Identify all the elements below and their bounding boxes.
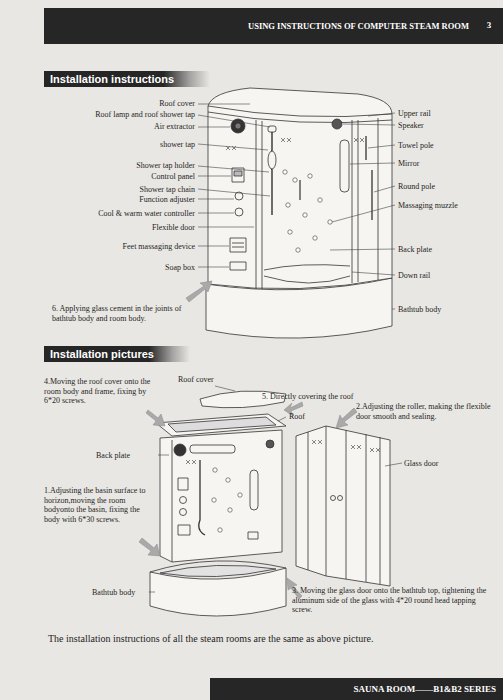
part-label: Cool & warm water controller — [55, 209, 195, 219]
glass-door — [296, 426, 390, 586]
instruction-note: 5. Directly covering the roof — [262, 392, 372, 402]
part-label: Feet massaging device — [55, 242, 195, 252]
part-label: Soap box — [55, 263, 195, 273]
part-label: Down rail — [398, 271, 498, 281]
decor-mark — [354, 138, 364, 142]
decor-mark — [351, 445, 361, 449]
massage-nozzle — [213, 468, 217, 472]
instruction-note: 3. Moving the glass door onto the bathtu… — [292, 586, 496, 615]
leader-line — [350, 163, 395, 164]
leader-line — [330, 249, 395, 250]
page-title: USING INSTRUCTIONS OF COMPUTER STEAM ROO… — [248, 21, 469, 31]
instruction-note: 4.Moving the roof cover onto the room bo… — [44, 377, 156, 406]
leader-line — [343, 124, 395, 125]
leader-line — [198, 189, 270, 196]
massage-nozzle — [228, 508, 232, 512]
section-heading: Installation instructions — [50, 73, 174, 85]
leader-line — [198, 166, 269, 172]
leader-line — [368, 113, 395, 116]
leader-line — [198, 144, 268, 150]
part-label: Bathtub body — [92, 588, 148, 598]
section-band: Installation pictures — [44, 346, 190, 362]
massage-nozzle — [318, 198, 322, 202]
page-number: 3 — [482, 20, 496, 31]
leader-line — [198, 267, 229, 268]
part-label: Roof lamp and roof shower tap — [55, 110, 195, 120]
part-label: Back plate — [398, 245, 498, 255]
part-label: Shower tap chain — [55, 185, 195, 195]
leader-line — [352, 272, 395, 275]
part-label: Roof — [289, 412, 319, 422]
section-heading: Installation pictures — [50, 348, 154, 360]
part-label: Massaging muzzle — [398, 201, 498, 211]
massage-nozzle — [283, 170, 287, 174]
decor-mark — [186, 460, 196, 464]
instruction-note: 6. Applying glass cement in the joints o… — [52, 304, 192, 323]
massage-nozzle — [303, 213, 307, 217]
leader-line — [385, 463, 402, 466]
leader-line — [198, 104, 250, 105]
leader-line — [278, 417, 286, 421]
decor-mark — [281, 138, 291, 142]
leader-line — [392, 309, 395, 310]
part-label: Speaker — [398, 121, 498, 131]
leader-line — [198, 115, 270, 127]
instruction-note: 2.Adjusting the roller, making the flexi… — [356, 402, 496, 421]
footer-bar — [210, 678, 503, 700]
massage-nozzle — [308, 174, 312, 178]
leader-line — [215, 386, 235, 391]
leader-line — [198, 246, 229, 247]
part-label: Air extractor — [55, 122, 195, 132]
part-label: Bathtub body — [398, 305, 498, 315]
massage-nozzle — [226, 478, 230, 482]
decor-mark — [312, 440, 322, 444]
part-label: Roof cover — [55, 99, 195, 109]
leader-line — [198, 127, 230, 128]
part-label: Towel pole — [398, 141, 498, 151]
part-label: Flexible door — [55, 223, 195, 233]
leader-line — [332, 205, 395, 222]
part-label: Back plate — [96, 451, 156, 461]
part-label: Round pole — [398, 182, 498, 192]
leader-line — [374, 186, 395, 192]
part-label: Mirror — [398, 159, 498, 169]
leader-line — [198, 176, 231, 177]
massage-nozzle — [313, 236, 317, 240]
massage-nozzle — [238, 493, 242, 497]
section-band: Installation instructions — [44, 71, 210, 87]
decor-mark — [226, 146, 236, 150]
massage-nozzle — [293, 178, 297, 182]
series-name: SAUNA ROOM——B1&B2 SERIES — [300, 684, 496, 695]
leader-line — [198, 199, 234, 200]
massage-nozzle — [328, 220, 332, 224]
leader-line — [198, 213, 234, 214]
part-label: Upper rail — [398, 109, 498, 119]
part-label: Shower tap holder — [55, 161, 195, 171]
instruction-note: 1.Adjusting the basin surface to horizon… — [44, 486, 156, 524]
leader-line — [368, 145, 395, 148]
leader-line — [198, 227, 254, 228]
massage-nozzle — [286, 203, 290, 207]
instruction-note: The installation instructions of all the… — [48, 633, 498, 645]
part-label: Glass door — [404, 459, 474, 469]
part-label: shower tap — [55, 140, 195, 150]
massage-nozzle — [212, 498, 216, 502]
part-label: Control panel — [55, 172, 195, 182]
header-bar — [44, 8, 503, 44]
steam-room-cabinet — [208, 88, 392, 289]
massage-nozzle — [288, 230, 292, 234]
massage-nozzle — [218, 528, 222, 532]
mirror — [340, 140, 349, 192]
back-plate — [160, 430, 282, 562]
massage-nozzle — [296, 248, 300, 252]
decor-mark — [370, 448, 380, 452]
leader-line — [149, 592, 155, 593]
instruction-arrow — [139, 281, 357, 599]
part-label: Function adjuster — [55, 195, 195, 205]
part-label: Roof cover — [178, 375, 238, 385]
leader-line — [158, 455, 169, 456]
